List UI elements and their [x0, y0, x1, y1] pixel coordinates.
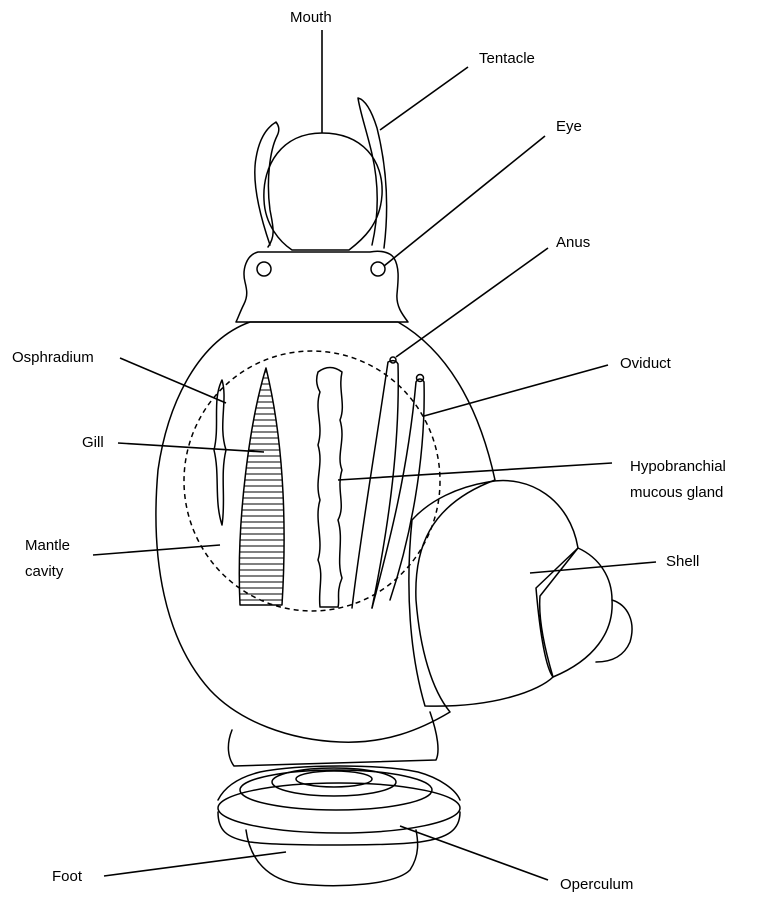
- label-mantle-line2: cavity: [25, 563, 64, 580]
- gill: [232, 368, 292, 605]
- label-shell: Shell: [666, 553, 699, 570]
- label-hypobranchial-line2: mucous gland: [630, 484, 723, 501]
- label-oviduct: Oviduct: [620, 355, 672, 372]
- leader-osphradium: [120, 358, 226, 403]
- leader-eye: [384, 136, 545, 266]
- label-eye: Eye: [556, 118, 582, 135]
- label-gill: Gill: [82, 434, 104, 451]
- rectum: [352, 361, 398, 608]
- eye-right: [371, 262, 385, 276]
- shell-apex: [596, 600, 632, 662]
- label-mouth: Mouth: [290, 9, 332, 26]
- leader-tentacle: [380, 67, 468, 130]
- snail-body: [156, 98, 632, 886]
- label-anus: Anus: [556, 234, 590, 251]
- eye-left: [257, 262, 271, 276]
- label-operculum: Operculum: [560, 876, 633, 893]
- leader-hypobranchial: [338, 463, 612, 480]
- label-osphradium: Osphradium: [12, 349, 94, 366]
- leader-operculum: [400, 826, 548, 880]
- operculum: [218, 766, 460, 845]
- foot: [246, 830, 418, 886]
- leader-gill: [118, 443, 264, 452]
- tentacle-left: [255, 122, 279, 247]
- leader-shell: [530, 562, 656, 573]
- label-tentacle: Tentacle: [479, 50, 535, 67]
- hypobranchial-gland: [317, 368, 343, 608]
- visceral-mass: [156, 322, 495, 742]
- oviduct-opening: [417, 375, 424, 382]
- leader-anus: [396, 248, 548, 357]
- head-top: [264, 133, 382, 250]
- shell: [409, 481, 632, 707]
- foot-upper: [228, 712, 438, 766]
- leader-foot: [104, 852, 286, 876]
- label-mantle-line1: Mantle: [25, 537, 70, 554]
- label-hypobranchial-line1: Hypobranchial: [630, 458, 726, 475]
- label-foot: Foot: [52, 868, 83, 885]
